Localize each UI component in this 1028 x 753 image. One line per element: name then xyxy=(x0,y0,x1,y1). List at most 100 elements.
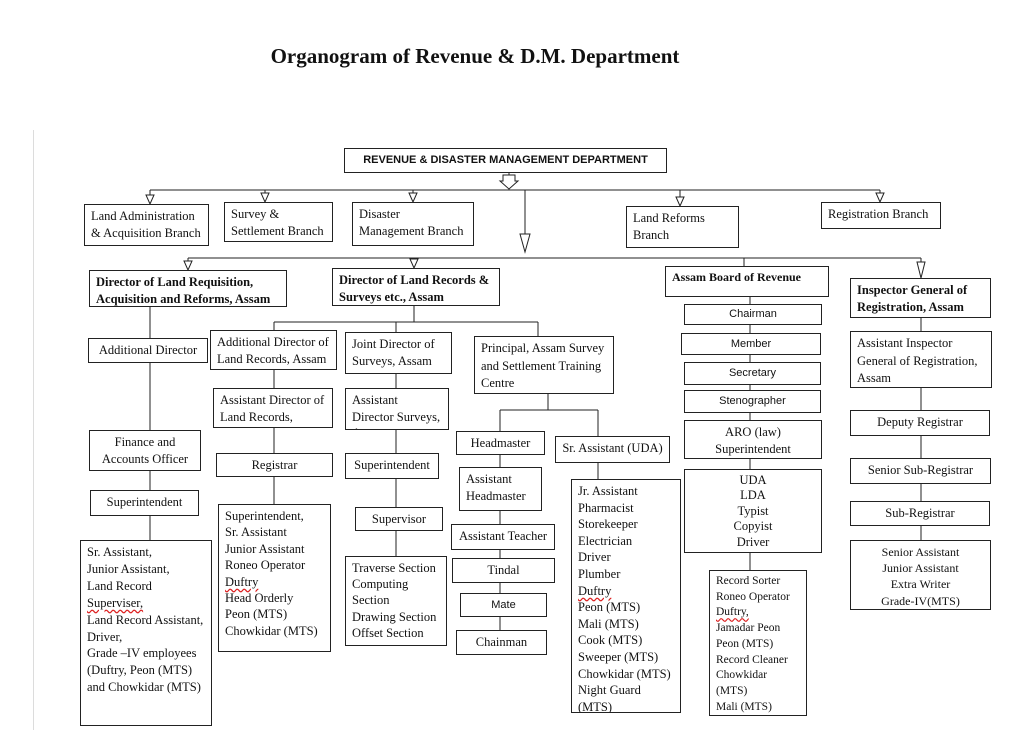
tindal-box: Tindal xyxy=(452,558,555,583)
board-lower-staff-item: Chowkidar xyxy=(716,669,768,682)
uda-staff-box: Jr. Assistant Pharmacist Storekeeper Ele… xyxy=(571,479,681,713)
left-staff-item: Driver, xyxy=(87,629,123,644)
member-box: Member xyxy=(681,333,821,355)
disaster-management-branch-box: Disaster Management Branch xyxy=(352,202,474,246)
left-staff-item: and Chowkidar (MTS) xyxy=(87,680,201,695)
director-land-records-box: Director of Land Records & Surveys etc.,… xyxy=(332,268,500,306)
uda-staff-item: (MTS) xyxy=(578,699,613,713)
uda-staff-item: Electrician xyxy=(578,533,633,548)
assistant-director-land-records-box: Assistant Director of Land Records, Assa… xyxy=(213,388,333,428)
survey-section-item: Section xyxy=(352,593,390,608)
assistant-director-surveys-box: Assistant Director Surveys, Assam xyxy=(345,388,449,430)
board-staff-box: UDA LDA Typist Copyist Driver xyxy=(684,469,822,553)
registrar-staff-item: Chowkidar (MTS) xyxy=(225,623,318,638)
left-staff-item: Junior Assistant, xyxy=(87,561,170,576)
superintendent-left-box: Superintendent xyxy=(90,490,199,516)
sr-assistant-uda-box: Sr. Assistant (UDA) xyxy=(555,436,670,463)
chainman-box: Chainman xyxy=(456,630,547,655)
board-staff-item: UDA xyxy=(739,473,767,487)
board-staff-item: LDA xyxy=(740,488,766,503)
inspector-general-registration-box: Inspector General of Registration, Assam xyxy=(850,278,991,318)
finance-accounts-officer-box: Finance and Accounts Officer xyxy=(89,430,201,471)
deputy-registrar-box: Deputy Registrar xyxy=(850,410,990,436)
uda-staff-item: Cook (MTS) xyxy=(578,633,643,648)
root-department-box: REVENUE & DISASTER MANAGEMENT DEPARTMENT xyxy=(344,148,667,173)
assam-board-of-revenue-box: Assam Board of Revenue xyxy=(665,266,829,297)
uda-staff-item: Sweeper (MTS) xyxy=(578,649,659,664)
board-staff-item: Typist xyxy=(737,503,769,518)
registration-staff-item: Extra Writer xyxy=(890,577,951,592)
board-lower-staff-item: Duftry, xyxy=(716,606,749,619)
headmaster-box: Headmaster xyxy=(456,431,545,455)
left-staff-item: Land Record xyxy=(87,578,152,593)
sub-registrar-box: Sub-Registrar xyxy=(850,501,990,526)
registrar-staff-item: Superintendent, xyxy=(225,509,304,523)
registration-branch-box: Registration Branch xyxy=(821,202,941,229)
survey-section-item: Computing xyxy=(352,577,409,592)
board-staff-item: Driver xyxy=(736,534,770,549)
page-margin-line xyxy=(33,130,34,730)
registrar-staff-box: Superintendent, Sr. Assistant Junior Ass… xyxy=(218,504,331,652)
board-lower-staff-item: Record Cleaner xyxy=(716,653,788,666)
registration-staff-item: Junior Assistant xyxy=(882,561,959,576)
board-lower-staff-item: Roneo Operator xyxy=(716,590,790,603)
survey-section-item: Drawing Section xyxy=(352,609,437,624)
survey-section-item: Traverse Section xyxy=(352,561,436,575)
additional-director-land-records-box: Additional Director of Land Records, Ass… xyxy=(210,330,337,370)
left-staff-item: Superviser, xyxy=(87,595,144,610)
joint-director-surveys-box: Joint Director of Surveys, Assam xyxy=(345,332,452,374)
board-staff-item: Copyist xyxy=(733,519,773,534)
aro-superintendent-box: ARO (law) Superintendent xyxy=(684,420,822,459)
left-staff-item: Sr. Assistant, xyxy=(87,545,152,559)
registrar-staff-item: Sr. Assistant xyxy=(225,525,287,540)
chairman-box: Chairman xyxy=(684,304,822,325)
uda-staff-item: Peon (MTS) xyxy=(578,600,641,615)
left-staff-item: Land Record Assistant, xyxy=(87,612,204,627)
survey-sections-box: Traverse Section Computing Section Drawi… xyxy=(345,556,447,646)
uda-staff-item: Plumber xyxy=(578,566,621,581)
assistant-ig-registration-box: Assistant Inspector General of Registrat… xyxy=(850,331,992,388)
board-lower-staff-item: (MTS) xyxy=(716,684,748,697)
uda-staff-item: Driver xyxy=(578,550,611,565)
registration-staff-item: Grade-IV(MTS) xyxy=(881,593,960,608)
board-lower-staff-box: Record Sorter Roneo Operator Duftry, Jam… xyxy=(709,570,807,716)
registrar-staff-item: Head Orderly xyxy=(225,591,294,606)
board-lower-staff-item: Mali (MTS) xyxy=(716,700,772,713)
uda-staff-item: Night Guard xyxy=(578,683,641,698)
director-land-requisition-box: Director of Land Requisition, Acquisitio… xyxy=(89,270,287,307)
principal-training-centre-box: Principal, Assam Survey and Settlement T… xyxy=(474,336,614,394)
registrar-staff-item: Junior Assistant xyxy=(225,541,305,556)
left-staff-item: Grade –IV employees xyxy=(87,646,197,661)
registrar-staff-item: Duftry xyxy=(225,574,259,589)
registrar-staff-item: Peon (MTS) xyxy=(225,607,288,622)
stenographer-box: Stenographer xyxy=(684,390,821,413)
registration-staff-box: Senior Assistant Junior Assistant Extra … xyxy=(850,540,991,610)
uda-staff-item: Pharmacist xyxy=(578,500,634,515)
uda-staff-item: Duftry xyxy=(578,583,612,598)
assistant-headmaster-box: Assistant Headmaster xyxy=(459,467,542,511)
land-reforms-branch-box: Land Reforms Branch xyxy=(626,206,739,248)
page-title: Organogram of Revenue & D.M. Department xyxy=(270,44,680,68)
registrar-box: Registrar xyxy=(216,453,333,477)
superintendent-surveys-box: Superintendent xyxy=(345,453,439,479)
survey-section-item: Offset Section xyxy=(352,625,424,640)
registration-staff-item: Senior Assistant xyxy=(881,545,960,559)
uda-staff-item: Chowkidar (MTS) xyxy=(578,666,671,681)
land-administration-branch-box: Land Administration & Acquisition Branch xyxy=(84,204,209,246)
assistant-teacher-box: Assistant Teacher xyxy=(451,524,555,550)
uda-staff-item: Mali (MTS) xyxy=(578,616,639,631)
senior-sub-registrar-box: Senior Sub-Registrar xyxy=(850,458,991,484)
board-lower-staff-item: Jamadar Peon xyxy=(716,622,781,635)
survey-settlement-branch-box: Survey & Settlement Branch xyxy=(224,202,333,242)
left-staff-box: Sr. Assistant, Junior Assistant, Land Re… xyxy=(80,540,212,726)
secretary-box: Secretary xyxy=(684,362,821,385)
uda-staff-item: Storekeeper xyxy=(578,517,638,532)
additional-director-box: Additional Director xyxy=(88,338,208,363)
supervisor-box: Supervisor xyxy=(355,507,443,531)
mate-box: Mate xyxy=(460,593,547,617)
uda-staff-item: Jr. Assistant xyxy=(578,484,638,498)
left-staff-item: (Duftry, Peon (MTS) xyxy=(87,663,193,678)
board-lower-staff-item: Peon (MTS) xyxy=(716,637,774,650)
board-lower-staff-item: Record Sorter xyxy=(716,575,781,587)
